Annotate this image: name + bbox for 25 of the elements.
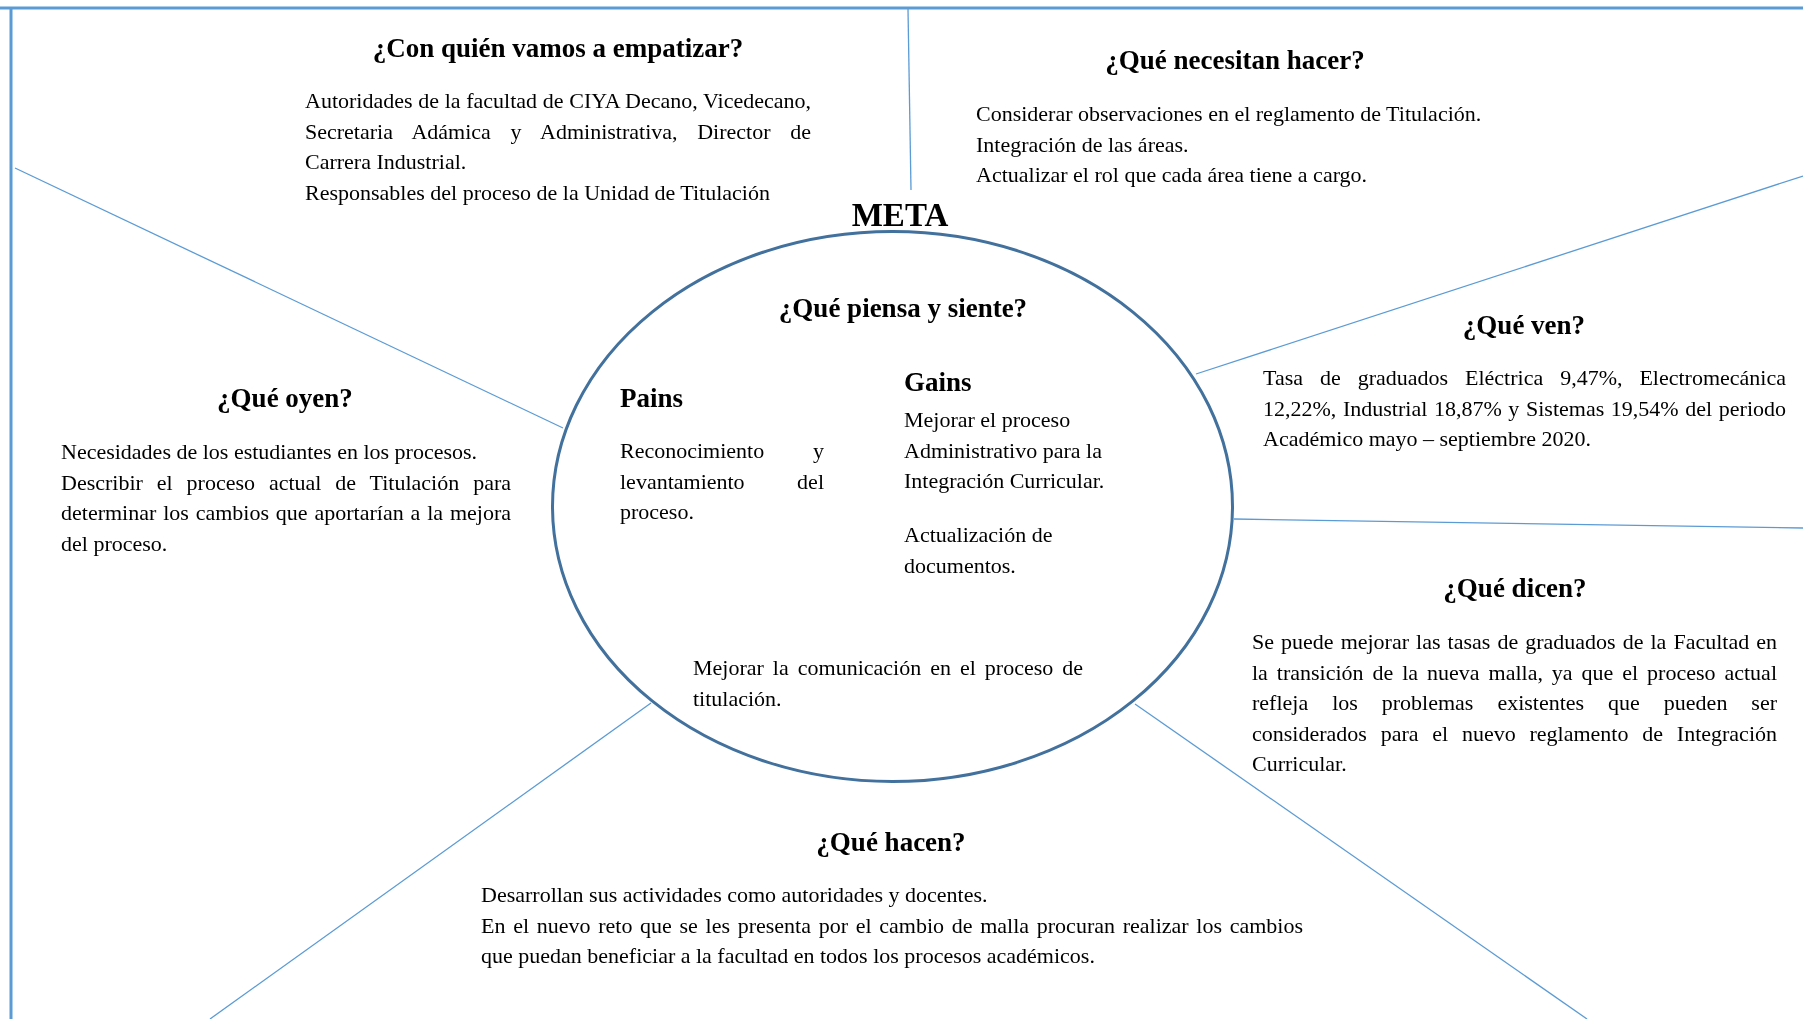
section-heading: ¿Con quién vamos a empatizar? <box>371 32 745 64</box>
section-heading: ¿Qué hacen? <box>815 826 967 858</box>
section-text: Se puede mejorar las tasas de graduados de la Facultad en la transición de la nueva malla, ya que el proceso actual refleja los problemas existentes que pueden ser considerados para el nuevo reglamento de Integración Curricular. <box>1252 628 1777 778</box>
section-text: En el nuevo reto que se les presenta por el cambio de malla procuran realizar los cambios que puedan beneficiar a la facultad en todos los procesos académicos. <box>481 911 1303 970</box>
map-title: META <box>850 196 950 234</box>
section-heading: Gains <box>904 366 972 398</box>
section-text: Autoridades de la facultad de CIYA Decano, Vicedecano, Secretaria Adámica y Administrativa, Director de Carrera Industrial. <box>305 87 811 176</box>
section-text: Responsables del proceso de la Unidad de Titulación <box>305 178 771 207</box>
section-heading: ¿Qué ven? <box>1461 309 1587 341</box>
section-text: Actualizar el rol que cada área tiene a cargo. <box>976 161 1369 189</box>
section-heading: ¿Qué oyen? <box>216 382 354 414</box>
section-heading: Pains <box>620 382 684 414</box>
section-text: Actualización de documentos. <box>904 521 1054 580</box>
section-text: Desarrollan sus actividades como autoridades y docentes. <box>481 881 989 909</box>
section-text: Integración de las áreas. <box>976 130 1190 159</box>
section-text: Reconocimiento y levantamiento del proceso. <box>620 437 824 526</box>
section-heading: ¿Qué piensa y siente? <box>777 292 1029 324</box>
section-text: Describir el proceso actual de Titulación para determinar los cambios que aportarían a la mejora del proceso. <box>61 468 511 558</box>
section-text: Considerar observaciones en el reglamento de Titulación. <box>976 100 1483 128</box>
section-text: Mejorar la comunicación en el proceso de titulación. <box>693 654 1083 713</box>
section-text: Mejorar el proceso Administrativo para la Integración Curricular. <box>904 406 1106 495</box>
section-text: Necesidades de los estudiantes en los procesos. <box>61 438 479 466</box>
section-heading: ¿Qué necesitan hacer? <box>1104 44 1366 76</box>
section-text: Tasa de graduados Eléctrica 9,47%, Electromecánica 12,22%, Industrial 18,87% y Sistemas 19,54% del periodo Académico mayo – septiembre 2020. <box>1263 364 1786 453</box>
section-heading: ¿Qué dicen? <box>1442 572 1588 604</box>
